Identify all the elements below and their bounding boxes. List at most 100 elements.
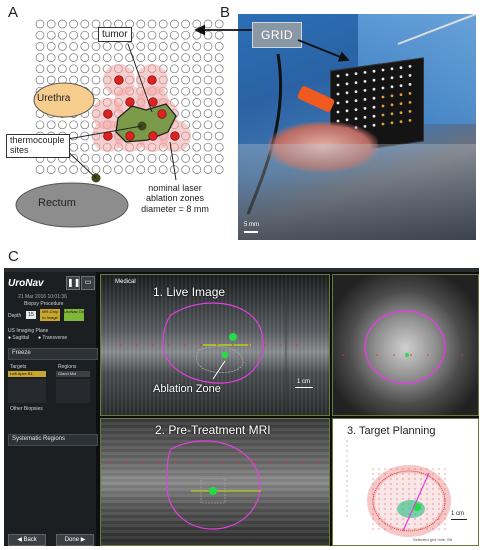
- grid-dot: [190, 462, 192, 464]
- grid-hole: [46, 19, 56, 29]
- grid-dot: [376, 354, 378, 356]
- planning-grid-point: [408, 493, 410, 495]
- planning-grid-point: [432, 503, 434, 505]
- planning-grid-point: [408, 468, 410, 470]
- planning-grid-point: [444, 473, 446, 475]
- planning-grid-point: [432, 528, 434, 530]
- grid-hole: [35, 53, 45, 62]
- axial-mri-view[interactable]: [332, 274, 479, 416]
- planning-grid-point: [438, 468, 440, 470]
- panel-b-letter: B: [220, 4, 231, 21]
- live-scale-text: 1 cm: [297, 379, 311, 385]
- grid-dot: [142, 462, 144, 464]
- planning-grid-point: [432, 513, 434, 515]
- grid-hole: [102, 165, 112, 174]
- transverse-radio[interactable]: ● Transverse: [38, 335, 68, 341]
- pause-button[interactable]: ❚❚: [66, 276, 80, 290]
- photo-grid-hole: [408, 74, 412, 77]
- axial-target: [405, 353, 409, 357]
- systematic-regions-button[interactable]: Systematic Regions: [8, 434, 98, 446]
- planning-grid-point: [426, 498, 428, 500]
- grid-hole: [69, 120, 78, 130]
- grid-hole: [192, 142, 202, 152]
- back-button[interactable]: ◀ Back: [8, 534, 46, 546]
- sagittal-radio[interactable]: ● Sagittal: [8, 335, 30, 341]
- grid-hole: [80, 165, 90, 174]
- laser-fiber-dot: [114, 75, 124, 85]
- grid-hole: [192, 42, 202, 51]
- pre-treatment-mri-view[interactable]: 2. Pre-Treatment MRI: [100, 418, 330, 546]
- photo-grid-hole: [408, 83, 412, 86]
- photo-grid-hole: [363, 107, 367, 110]
- grid-dot: [359, 354, 361, 356]
- planning-grid-point: [378, 478, 380, 480]
- grid-hole: [58, 120, 67, 130]
- planning-grid-point: [378, 508, 380, 510]
- prostate-contour: [162, 302, 264, 384]
- grid-dot: [120, 344, 122, 346]
- grid-hole: [158, 19, 168, 29]
- planning-grid-point: [408, 483, 410, 485]
- grid-hole: [58, 165, 67, 174]
- grid-hole: [69, 42, 78, 51]
- grid-hole: [192, 64, 202, 74]
- mr-only-button[interactable]: MR-Only to Image: [40, 309, 60, 321]
- planning-grid-point: [432, 518, 434, 520]
- photo-grid-hole: [363, 71, 367, 74]
- planning-grid-point: [444, 508, 446, 510]
- planning-grid-point: [396, 518, 398, 520]
- depth-value[interactable]: 15: [26, 311, 36, 319]
- planning-grid-point: [438, 513, 440, 515]
- grid-hole: [192, 53, 202, 62]
- axis-tick: [346, 480, 348, 482]
- axis-tick: [346, 510, 348, 512]
- photo-grid-hole: [372, 96, 376, 100]
- planning-grid-point: [384, 528, 386, 530]
- planning-grid-point: [402, 483, 404, 485]
- freeze-button[interactable]: Freeze: [8, 348, 98, 360]
- grid-hole: [69, 142, 78, 152]
- uronav-on-button[interactable]: UroNav On: [64, 309, 84, 321]
- photo-grid-hole: [381, 113, 385, 117]
- thermocouple-label: thermocouple sites: [6, 134, 70, 158]
- planning-grid-point: [444, 503, 446, 505]
- planning-grid-point: [378, 518, 380, 520]
- planning-grid-point: [378, 468, 380, 470]
- axis-tick: [346, 485, 348, 487]
- done-label: Done: [64, 537, 80, 543]
- planning-grid-point: [402, 493, 404, 495]
- done-button[interactable]: Done ▶: [56, 534, 94, 546]
- axis-tick: [346, 465, 348, 467]
- planning-grid-point: [426, 513, 428, 515]
- planning-grid-point: [384, 473, 386, 475]
- grid-hole: [192, 165, 202, 174]
- plan-scale-text: 1 cm: [451, 511, 465, 517]
- window-button[interactable]: ▭: [81, 276, 95, 290]
- planning-grid-point: [426, 508, 428, 510]
- axial-contour: [364, 310, 446, 384]
- planning-grid-point: [396, 493, 398, 495]
- uronav-window: UroNav ❚❚ ▭ 21 Mar 2016 10:01:36 Biopsy …: [4, 268, 479, 546]
- grid-dot: [222, 462, 224, 464]
- grid-hole: [91, 19, 101, 29]
- planning-grid-point: [396, 528, 398, 530]
- panel-a: A tumor Urethra thermocouple sites Rectu…: [0, 0, 232, 240]
- grid-hole: [214, 109, 224, 118]
- planning-grid-point: [372, 493, 374, 495]
- grid-dot: [184, 344, 186, 346]
- grid-dot: [254, 462, 256, 464]
- planning-grid-point: [372, 503, 374, 505]
- planning-grid-point: [390, 498, 392, 500]
- live-image-view[interactable]: Medical 1. Live Image Ablation Zone 1 cm: [100, 274, 330, 416]
- laser-fiber-dot: [125, 97, 135, 107]
- target-planning-view[interactable]: 3. Target Planning 1 cm Selected grid ho…: [332, 418, 479, 546]
- app-logo: UroNav: [8, 278, 60, 292]
- target-list-item[interactable]: Left Apex B1: [8, 371, 46, 377]
- photo-grid-hole: [408, 101, 412, 104]
- planning-grid-point: [444, 493, 446, 495]
- planning-grid-point: [414, 468, 416, 470]
- grid-hole: [158, 53, 168, 62]
- region-list-item[interactable]: Gland Mid: [56, 371, 90, 377]
- ablation-arrow: [212, 360, 226, 380]
- planning-grid-point: [420, 483, 422, 485]
